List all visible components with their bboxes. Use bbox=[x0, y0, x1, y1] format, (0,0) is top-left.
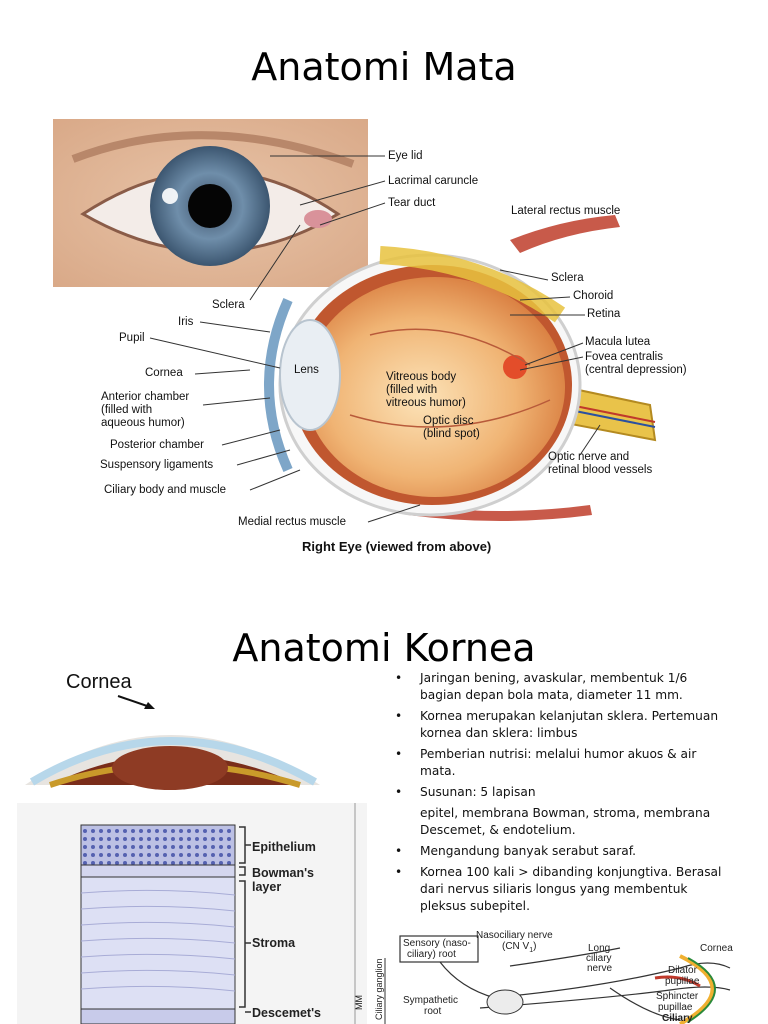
nerve-label-sympathetic-2: root bbox=[424, 1006, 442, 1017]
nerve-label-long-2: ciliary bbox=[586, 953, 612, 964]
label-iris: Iris bbox=[178, 316, 194, 328]
slide-title-anatomi-kornea: Anatomi Kornea bbox=[232, 626, 536, 670]
label-vitreous-1: Vitreous body bbox=[386, 371, 457, 383]
nerve-label-nasociliary-2: (CN V1) bbox=[502, 941, 537, 954]
label-pupil: Pupil bbox=[119, 332, 145, 344]
bullet-item: •Susunan: 5 lapisan bbox=[395, 785, 536, 799]
nerve-label-sphincter-1: Sphincter bbox=[656, 991, 699, 1002]
label-sclera-left: Sclera bbox=[212, 299, 245, 311]
cornea-figure-label: Cornea bbox=[66, 671, 132, 693]
corneal-nerve-diagram bbox=[380, 928, 745, 1024]
nerve-label-dilator-2: pupillae bbox=[665, 976, 700, 987]
nerve-label-ganglion: Ciliary ganglion bbox=[374, 958, 384, 1020]
label-lateral-rectus: Lateral rectus muscle bbox=[511, 205, 621, 217]
label-posterior-chamber: Posterior chamber bbox=[110, 439, 204, 451]
cornea-bullet-list: •Jaringan bening, avaskular, membentuk 1… bbox=[393, 670, 728, 919]
label-ciliary-body: Ciliary body and muscle bbox=[104, 484, 227, 496]
label-optic-disc-2: (blind spot) bbox=[423, 428, 480, 440]
layer-label-bowmans-1: Bowman's bbox=[252, 866, 315, 880]
label-macula-lutea: Macula lutea bbox=[585, 336, 651, 348]
label-sclera-right: Sclera bbox=[551, 272, 584, 284]
label-optic-nerve-1: Optic nerve and bbox=[548, 451, 630, 463]
layer-label-stroma: Stroma bbox=[252, 936, 296, 950]
label-lens: Lens bbox=[294, 364, 319, 376]
nerve-label-long-1: Long bbox=[588, 943, 611, 954]
cornea-figure bbox=[25, 695, 320, 790]
label-vitreous-2: (filled with bbox=[386, 384, 438, 396]
label-anterior-chamber-2: (filled with bbox=[101, 404, 153, 416]
label-vitreous-3: vitreous humor) bbox=[386, 397, 466, 409]
nerve-label-dilator-1: Dilator bbox=[668, 965, 697, 976]
cornea-layers-figure bbox=[17, 803, 367, 1024]
side-scale-text: MM bbox=[354, 995, 364, 1010]
label-lacrimal-caruncle: Lacrimal caruncle bbox=[388, 175, 479, 187]
label-fovea-centralis: Fovea centralis bbox=[585, 351, 663, 363]
figure-caption: Right Eye (viewed from above) bbox=[302, 539, 492, 554]
label-eye-lid: Eye lid bbox=[388, 150, 423, 162]
label-central-depression: (central depression) bbox=[585, 364, 687, 376]
external-eye-photo bbox=[53, 119, 368, 287]
label-anterior-chamber-1: Anterior chamber bbox=[101, 391, 190, 403]
slide-title-anatomi-mata: Anatomi Mata bbox=[251, 45, 517, 89]
nerve-label-nasociliary-1: Nasociliary nerve bbox=[476, 930, 553, 941]
leader-lines bbox=[149, 155, 601, 523]
bullet-continuation: epitel, membrana Bowman, stroma, membran… bbox=[420, 806, 711, 837]
label-medial-rectus: Medial rectus muscle bbox=[238, 516, 347, 528]
label-suspensory-ligaments: Suspensory ligaments bbox=[100, 459, 214, 471]
nerve-label-sphincter-2: pupillae bbox=[658, 1002, 693, 1013]
bullet-item: •Kornea merupakan kelanjutan sklera. Per… bbox=[395, 709, 719, 740]
label-tear-duct: Tear duct bbox=[388, 197, 436, 209]
label-optic-disc-1: Optic disc bbox=[423, 415, 474, 427]
bullet-item: •Jaringan bening, avaskular, membentuk 1… bbox=[395, 671, 688, 702]
label-optic-nerve-2: retinal blood vessels bbox=[548, 464, 653, 476]
layer-label-bowmans-2: layer bbox=[252, 880, 282, 894]
nerve-label-sensory-2: ciliary) root bbox=[407, 949, 456, 960]
nerve-label-sympathetic-1: Sympathetic bbox=[403, 995, 459, 1006]
label-retina: Retina bbox=[587, 308, 621, 320]
bullet-item: •Pemberian nutrisi: melalui humor akuos … bbox=[395, 747, 697, 778]
layer-label-epithelium: Epithelium bbox=[252, 840, 316, 854]
nerve-label-cornea: Cornea bbox=[700, 943, 733, 954]
eye-cross-section bbox=[264, 215, 657, 521]
label-choroid: Choroid bbox=[573, 290, 614, 302]
label-cornea: Cornea bbox=[145, 367, 183, 379]
nerve-label-ciliary: Ciliary bbox=[662, 1013, 693, 1024]
bullet-item: •Mengandung banyak serabut saraf. bbox=[395, 844, 637, 858]
label-anterior-chamber-3: aqueous humor) bbox=[101, 417, 185, 429]
layer-label-descemets: Descemet's bbox=[252, 1006, 321, 1020]
nerve-label-sensory-1: Sensory (naso- bbox=[403, 938, 471, 949]
nerve-label-long-3: nerve bbox=[587, 963, 613, 974]
bullet-item: •Kornea 100 kali > dibanding konjungtiva… bbox=[395, 865, 722, 913]
